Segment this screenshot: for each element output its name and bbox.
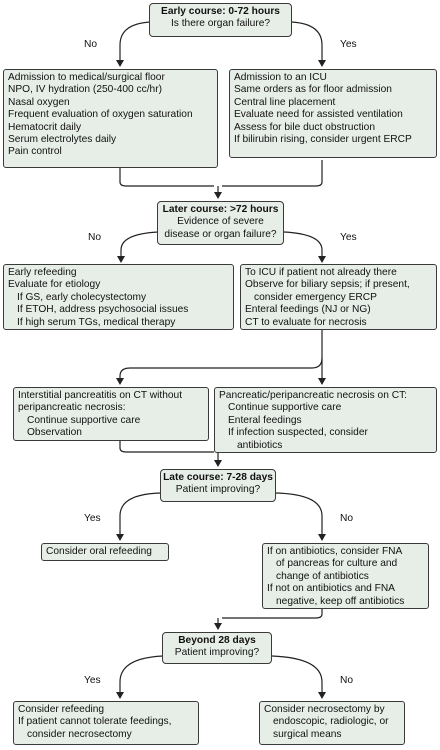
severe-disease-question-line1: Evidence of severe xyxy=(177,216,264,228)
connector-s1-right-down xyxy=(222,160,323,187)
box-line: change of antibiotics xyxy=(276,570,369,582)
late-course-header: Late course: 7-28 days Patient improving… xyxy=(160,469,276,502)
oral-refeeding-box: Consider oral refeeding xyxy=(41,543,169,561)
connector-s4-yes xyxy=(116,655,164,699)
box-line: Enteral feedings (NJ or NG) xyxy=(245,304,371,316)
box-line: of pancreas for culture and xyxy=(276,558,398,570)
icu-admission-box: Admission to an ICU Same orders as for f… xyxy=(229,69,437,158)
later-course-header: Later course: >72 hours Evidence of seve… xyxy=(157,201,284,245)
box-line: Interstitial pancreatitis on CT without xyxy=(18,390,183,401)
box-line: To ICU if patient not already there xyxy=(245,267,397,278)
box-line: Pain control xyxy=(8,146,62,158)
pancreatic-necrosis-box: Pancreatic/peripancreatic necrosis on CT… xyxy=(214,387,437,453)
box-line: If ETOH, address psychosocial issues xyxy=(17,304,189,316)
box-line: Nasal oxygen xyxy=(8,96,70,108)
box-line: NPO, IV hydration (250-400 cc/hr) xyxy=(8,84,163,96)
connector-s1-yes xyxy=(291,21,326,67)
connector-s2-yes xyxy=(283,231,326,263)
organ-failure-question: Is there organ failure? xyxy=(170,18,271,30)
box-line: Hematocrit daily xyxy=(8,121,82,133)
box-line: If infection suspected, consider xyxy=(228,427,368,439)
beyond-yes-label: Yes xyxy=(84,675,101,686)
beyond-no-label: No xyxy=(340,675,354,686)
box-line: Consider oral refeeding xyxy=(46,546,152,557)
early-course-header: Early course: 0-72 hours Is there organ … xyxy=(149,3,292,37)
box-line: If bilirubin rising, consider urgent ERC… xyxy=(234,134,412,146)
connector-s1-left-down xyxy=(119,168,214,187)
connector-s3-right-down xyxy=(222,602,323,619)
box-line: Central line placement xyxy=(234,96,336,108)
floor-admission-box: Admission to medical/surgical floor NPO,… xyxy=(3,69,218,168)
box-line: consider emergency ERCP xyxy=(254,291,377,303)
box-line: Assess for bile duct obstruction xyxy=(234,121,375,133)
box-line: endoscopic, radiologic, or xyxy=(273,716,389,728)
connector-s3-yes xyxy=(116,492,162,541)
fna-antibiotics-box: If on antibiotics, consider FNA of pancr… xyxy=(262,543,429,609)
box-line: If GS, early cholecystectomy xyxy=(17,291,147,303)
box-line: Admission to medical/surgical floor xyxy=(8,72,165,83)
box-line: antibiotics xyxy=(237,439,283,451)
box-line: Enteral feedings xyxy=(228,414,302,426)
box-line: If on antibiotics, consider FNA xyxy=(267,546,403,557)
box-line: Observe for biliary sepsis; if present, xyxy=(245,279,410,291)
icu-transfer-box: To ICU if patient not already there Obse… xyxy=(240,264,437,330)
box-line: Evaluate for etiology xyxy=(8,279,101,291)
box-line: Pancreatic/peripancreatic necrosis on CT… xyxy=(219,390,407,401)
early-course-title: Early course: 0-72 hours xyxy=(161,6,280,17)
box-line: CT to evaluate for necrosis xyxy=(245,316,367,328)
necrosectomy-box: Consider necrosectomy by endoscopic, rad… xyxy=(259,701,405,745)
severe-disease-question-line2: disease or organ failure? xyxy=(164,228,277,240)
box-line: Consider necrosectomy by xyxy=(264,704,385,715)
connector-s1-no xyxy=(116,21,151,67)
beyond-28-days-title: Beyond 28 days xyxy=(178,635,256,646)
later-course-title: Later course: >72 hours xyxy=(162,204,279,215)
interstitial-pancreatitis-box: Interstitial pancreatitis on CT without … xyxy=(13,387,209,441)
connector-s4-no xyxy=(271,655,326,699)
later-yes-label: Yes xyxy=(340,232,357,243)
box-line: Early refeeding xyxy=(8,267,77,278)
box-line: consider necrosectomy xyxy=(27,728,132,740)
box-line: negative, keep off antibiotics xyxy=(276,595,405,607)
box-line: If patient cannot tolerate feedings, xyxy=(18,716,172,728)
box-line: surgical means xyxy=(273,728,342,740)
box-line: Observation xyxy=(27,427,82,439)
box-line: Same orders as for floor admission xyxy=(234,84,392,96)
connector-s2-no xyxy=(117,231,159,263)
later-no-label: No xyxy=(88,232,102,243)
box-line: Continue supportive care xyxy=(27,414,141,426)
early-no-label: No xyxy=(84,39,98,50)
early-refeeding-box: Early refeeding Evaluate for etiology If… xyxy=(3,264,234,330)
box-line: Evaluate need for assisted ventilation xyxy=(234,109,403,121)
early-yes-label: Yes xyxy=(340,39,357,50)
box-line: Admission to an ICU xyxy=(234,72,327,83)
box-line: peripancreatic necrosis: xyxy=(18,402,126,414)
box-line: Continue supportive care xyxy=(228,402,342,414)
patient-improving-question-2: Patient improving? xyxy=(174,647,260,659)
beyond-28-days-header: Beyond 28 days Patient improving? xyxy=(162,632,272,664)
late-course-title: Late course: 7-28 days xyxy=(163,472,273,483)
patient-improving-question: Patient improving? xyxy=(175,484,261,496)
box-line: Serum electrolytes daily xyxy=(8,134,117,146)
late-yes-label: Yes xyxy=(84,513,101,524)
box-line: Consider refeeding xyxy=(18,704,105,715)
box-line: If high serum TGs, medical therapy xyxy=(17,316,176,328)
connector-s2-left-merge xyxy=(119,436,214,453)
box-line: If not on antibiotics and FNA xyxy=(267,583,395,595)
consider-refeeding-box: Consider refeeding If patient cannot tol… xyxy=(13,701,199,745)
connector-s3-no xyxy=(274,492,326,541)
late-no-label: No xyxy=(340,513,354,524)
box-line: Frequent evaluation of oxygen saturation xyxy=(8,109,193,121)
